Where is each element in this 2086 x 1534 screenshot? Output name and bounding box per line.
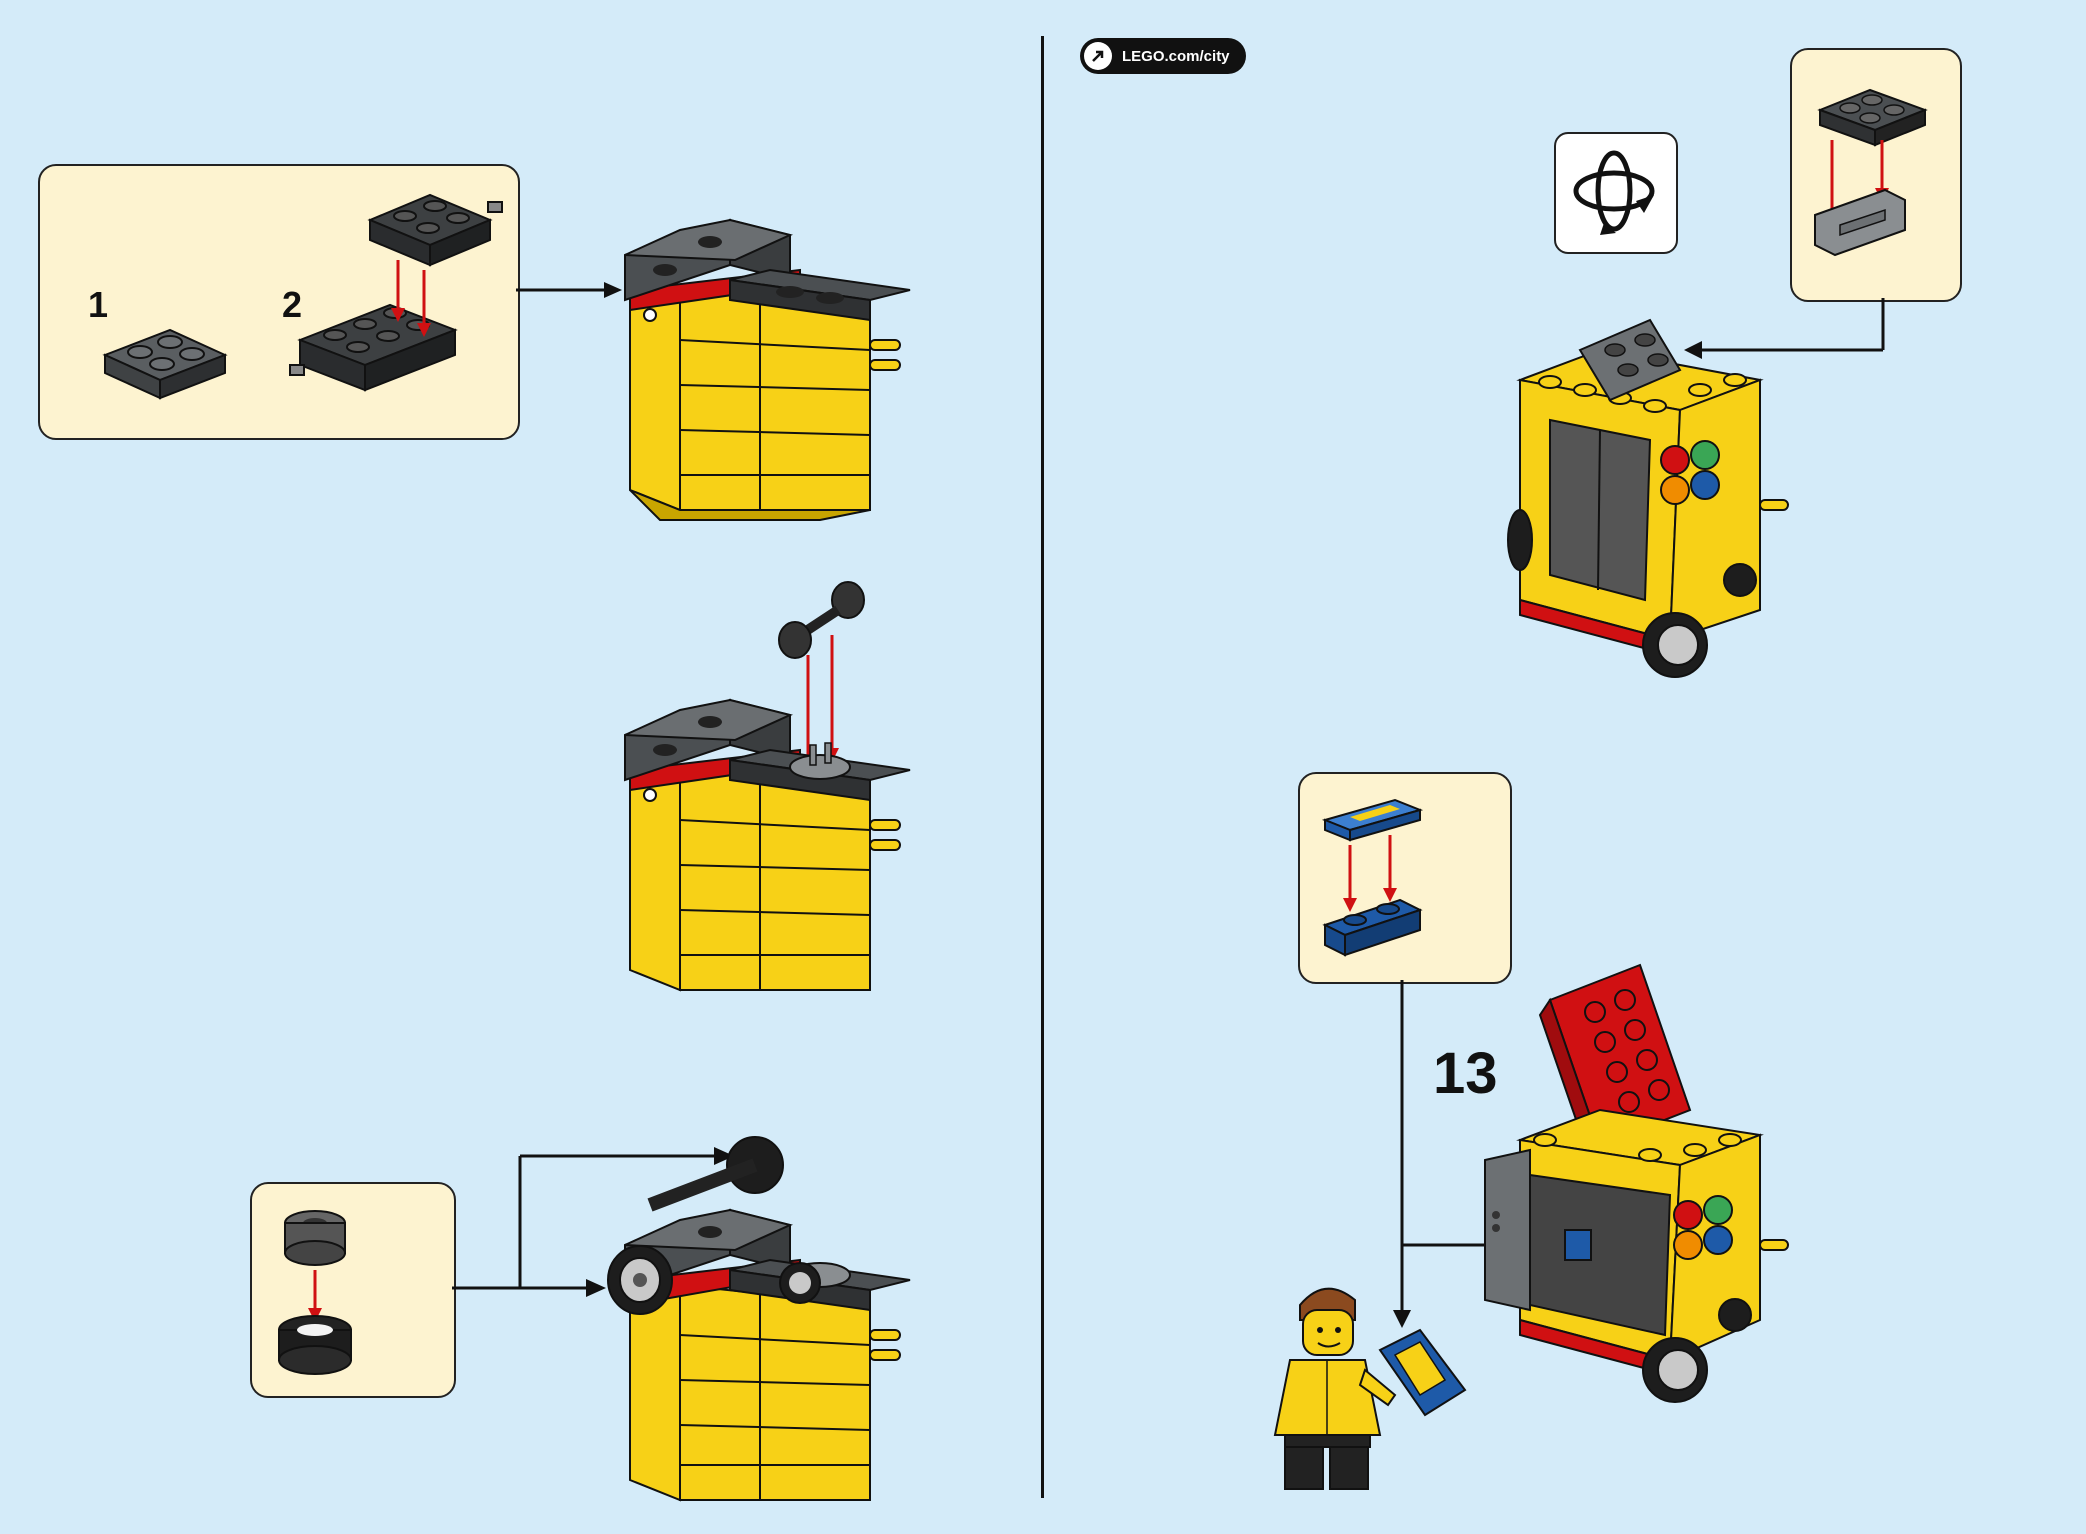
lego-city-link[interactable]: LEGO.com/city	[1080, 38, 1246, 74]
cart-model-step-b	[620, 575, 920, 1005]
callout-pointer-arrow	[516, 280, 626, 300]
arrow-icon	[1084, 42, 1112, 70]
blue-tile-icon	[1320, 795, 1480, 965]
lego-city-link-text: LEGO.com/city	[1122, 48, 1230, 65]
page-divider	[1041, 36, 1044, 1498]
hinge-plate-icon	[1810, 70, 1940, 280]
plate-2x2-icon	[100, 300, 230, 410]
cart-model-step-a	[620, 190, 920, 530]
cart-model-final	[1470, 960, 1810, 1420]
cart-model-step-d	[1500, 310, 1810, 680]
rotate-model-icon	[1566, 143, 1662, 239]
plate-with-pin-icon	[290, 190, 510, 420]
cart-model-step-c	[600, 1135, 920, 1505]
mechanic-minifigure	[1270, 1275, 1470, 1495]
wheel-rim-icon	[280, 1205, 360, 1385]
